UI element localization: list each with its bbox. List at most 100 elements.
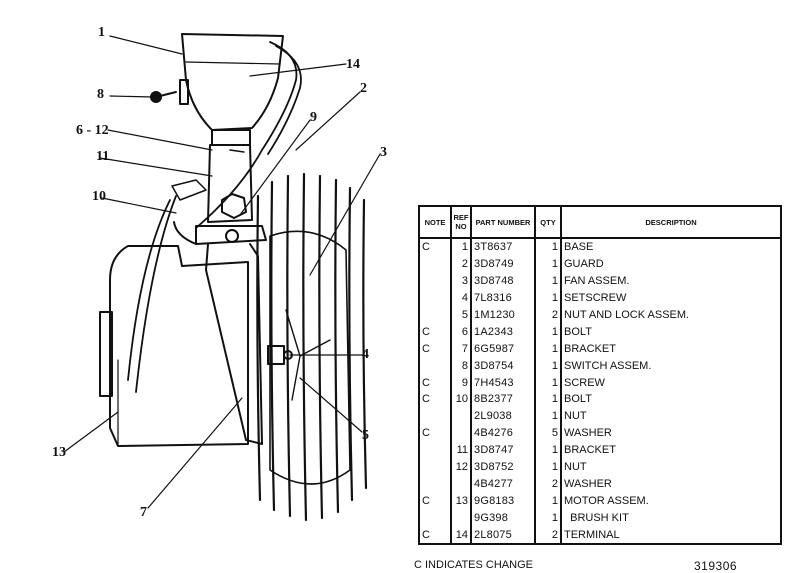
row-ref-no: 9 [450, 374, 472, 392]
row-ref-no: 12 [450, 458, 472, 476]
row-part-number: 3D8754 [470, 357, 536, 375]
callout-3: 3 [380, 145, 387, 160]
bracket-arm [195, 225, 267, 245]
row-ref-no: 13 [450, 492, 472, 510]
row-note [418, 357, 452, 375]
row-part-number: 1A2343 [470, 323, 536, 341]
bolt-head [221, 193, 247, 219]
row-part-number: 9G398 [470, 509, 536, 527]
callout-11: 11 [96, 149, 110, 164]
row-qty: 1 [534, 255, 562, 273]
row-qty: 1 [534, 238, 562, 256]
switch-housing [181, 33, 284, 131]
row-description: WASHER [560, 475, 782, 493]
row-qty: 2 [534, 306, 562, 324]
row-qty: 1 [534, 391, 562, 408]
parts-list-table: NOTE REF NO PART NUMBER QTY DESCRIPTION … [418, 205, 782, 546]
callout-6-12: 6 - 12 [76, 123, 109, 138]
row-ref-no: 2 [450, 255, 472, 273]
row-part-number: 7H4543 [470, 374, 536, 392]
row-part-number: 4B4277 [470, 475, 536, 493]
row-ref-no [450, 509, 472, 527]
row-description: SWITCH ASSEM. [560, 357, 782, 375]
callout-13: 13 [52, 445, 66, 460]
row-part-number: 6G5987 [470, 340, 536, 358]
row-part-number: 3T8637 [470, 238, 536, 256]
row-ref-no: 5 [450, 306, 472, 324]
row-note [418, 289, 452, 307]
callout-5: 5 [362, 428, 369, 443]
row-note [418, 272, 452, 290]
row-note: C [418, 526, 452, 546]
callout-7: 7 [140, 505, 147, 520]
row-description: WASHER [560, 424, 782, 442]
row-ref-no: 7 [450, 340, 472, 358]
row-qty: 1 [534, 374, 562, 392]
row-ref-no: 14 [450, 526, 472, 546]
row-part-number: 8B2377 [470, 391, 536, 408]
row-description: BRUSH KIT [560, 509, 782, 527]
row-description: BRACKET [560, 340, 782, 358]
row-qty: 1 [534, 441, 562, 459]
row-description: NUT [560, 458, 782, 476]
row-description: FAN ASSEM. [560, 272, 782, 290]
row-description: SCREW [560, 374, 782, 392]
parts-table-header: NOTE REF NO PART NUMBER QTY DESCRIPTION [418, 205, 782, 239]
row-ref-no [450, 424, 472, 442]
row-ref-no: 11 [450, 441, 472, 459]
row-note: C [418, 238, 452, 256]
row-description: BASE [560, 238, 782, 256]
header-ref-no: REF NO [450, 205, 472, 239]
row-qty: 1 [534, 407, 562, 425]
row-note: C [418, 323, 452, 341]
row-note [418, 458, 452, 476]
header-qty: QTY [534, 205, 562, 239]
row-ref-no: 6 [450, 323, 472, 341]
row-description: SETSCREW [560, 289, 782, 307]
row-part-number: 3D8747 [470, 441, 536, 459]
row-note [418, 441, 452, 459]
row-description: NUT [560, 407, 782, 425]
fan-assembly-drawing [63, 33, 381, 522]
row-ref-no: 10 [450, 391, 472, 408]
row-ref-no [450, 475, 472, 493]
row-note [418, 255, 452, 273]
row-part-number: 1M1230 [470, 306, 536, 324]
callout-14: 14 [346, 57, 360, 72]
row-qty: 2 [534, 526, 562, 546]
row-qty: 1 [534, 340, 562, 358]
bracket-body [205, 243, 263, 445]
change-legend: C INDICATES CHANGE [414, 559, 533, 571]
row-note: C [418, 374, 452, 392]
fan-hub [267, 345, 285, 365]
row-ref-no: 3 [450, 272, 472, 290]
fan-blade-rim [269, 230, 351, 485]
row-qty: 1 [534, 323, 562, 341]
row-part-number: 9G8183 [470, 492, 536, 510]
row-qty: 5 [534, 424, 562, 442]
row-description: NUT AND LOCK ASSEM. [560, 306, 782, 324]
fan-guard [256, 172, 368, 522]
row-description: MOTOR ASSEM. [560, 492, 782, 510]
row-qty: 1 [534, 509, 562, 527]
row-qty: 1 [534, 458, 562, 476]
row-part-number: 2L9038 [470, 407, 536, 425]
callout-10: 10 [92, 189, 106, 204]
row-description: BOLT [560, 323, 782, 341]
figure-number: 319306 [694, 559, 738, 573]
row-ref-no: 4 [450, 289, 472, 307]
